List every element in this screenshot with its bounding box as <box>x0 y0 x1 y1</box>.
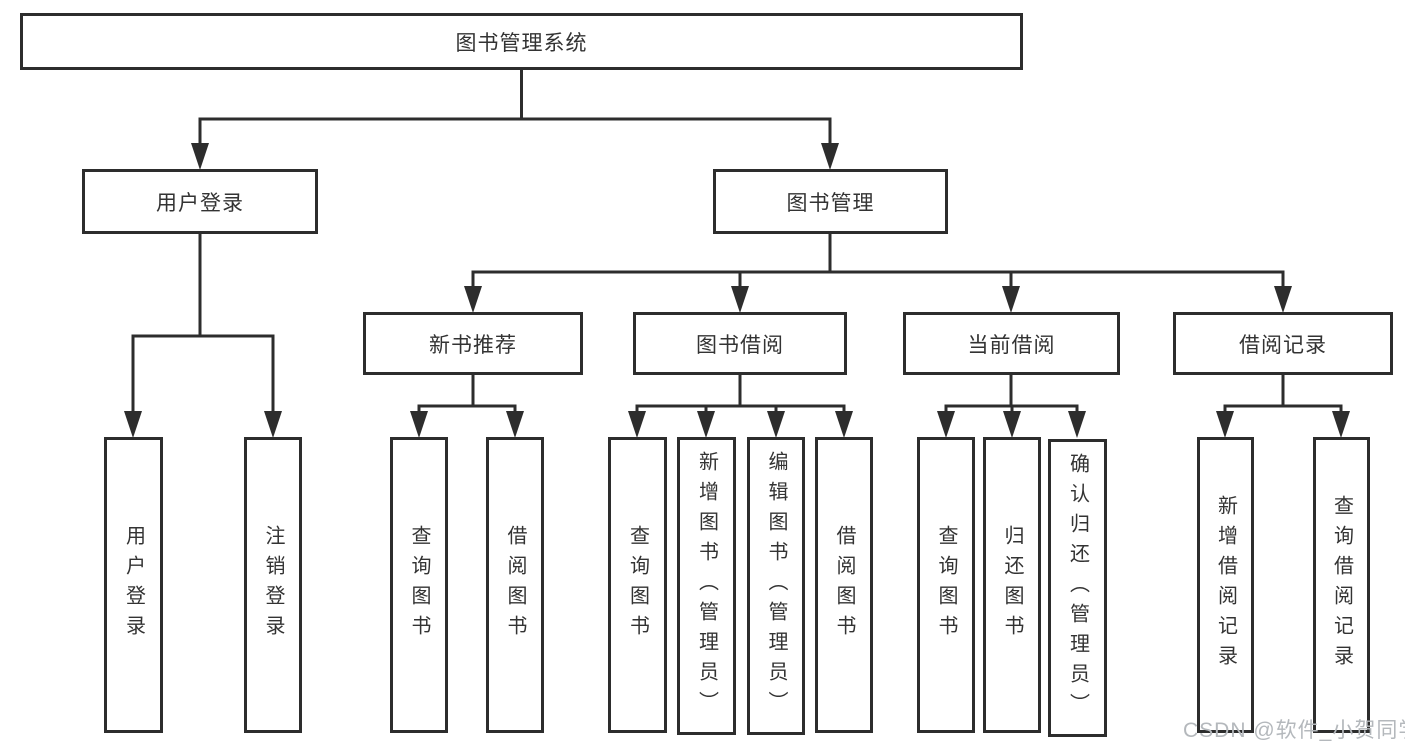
leaf-add-books-admin: 新增图书（管理员） <box>677 437 736 735</box>
node-new-book-recommend: 新书推荐 <box>363 312 583 375</box>
leaf-query-books-current: 查询图书 <box>917 437 975 733</box>
node-label: 注销登录 <box>262 525 284 645</box>
leaf-query-books-recommend: 查询图书 <box>390 437 448 733</box>
node-label: 编辑图书（管理员） <box>765 451 787 721</box>
node-label: 查询图书 <box>626 525 649 645</box>
node-label: 查询图书 <box>935 525 957 645</box>
node-current-borrow: 当前借阅 <box>903 312 1120 375</box>
node-borrow-records: 借阅记录 <box>1173 312 1393 375</box>
node-label: 归还图书 <box>1001 525 1023 645</box>
leaf-return-books: 归还图书 <box>983 437 1041 733</box>
leaf-confirm-return-admin: 确认归还（管理员） <box>1048 439 1107 737</box>
node-label: 确认归还（管理员） <box>1066 453 1089 723</box>
node-label: 图书借阅 <box>696 333 784 357</box>
leaf-user-login: 用户登录 <box>104 437 163 733</box>
node-label: 图书管理 <box>786 191 875 215</box>
leaf-query-borrow-record: 查询借阅记录 <box>1313 437 1370 733</box>
node-label: 新书推荐 <box>429 333 517 357</box>
node-label: 查询图书 <box>408 525 430 645</box>
node-label: 借阅图书 <box>833 525 855 645</box>
leaf-logout: 注销登录 <box>244 437 302 733</box>
node-label: 借阅图书 <box>504 525 526 645</box>
watermark: CSDN @软件_小贺同学 <box>1183 719 1405 742</box>
leaf-borrow-books-recommend: 借阅图书 <box>486 437 544 733</box>
node-label: 当前借阅 <box>967 333 1056 357</box>
node-user-login: 用户登录 <box>82 169 318 234</box>
leaf-add-borrow-record: 新增借阅记录 <box>1197 437 1254 733</box>
leaf-edit-books-admin: 编辑图书（管理员） <box>747 437 805 735</box>
node-label: 新增图书（管理员） <box>695 451 718 721</box>
node-label: 用户登录 <box>156 191 244 215</box>
node-book-management: 图书管理 <box>713 169 948 234</box>
node-label: 借阅记录 <box>1239 333 1327 357</box>
node-label: 查询借阅记录 <box>1330 495 1353 675</box>
node-label: 新增借阅记录 <box>1214 495 1237 675</box>
node-root-library-system: 图书管理系统 <box>20 13 1023 70</box>
leaf-borrow-books-borrow: 借阅图书 <box>815 437 873 733</box>
leaf-query-books-borrow: 查询图书 <box>608 437 667 733</box>
node-book-borrow: 图书借阅 <box>633 312 847 375</box>
node-label: 用户登录 <box>122 525 145 645</box>
node-label: 图书管理系统 <box>455 31 588 55</box>
